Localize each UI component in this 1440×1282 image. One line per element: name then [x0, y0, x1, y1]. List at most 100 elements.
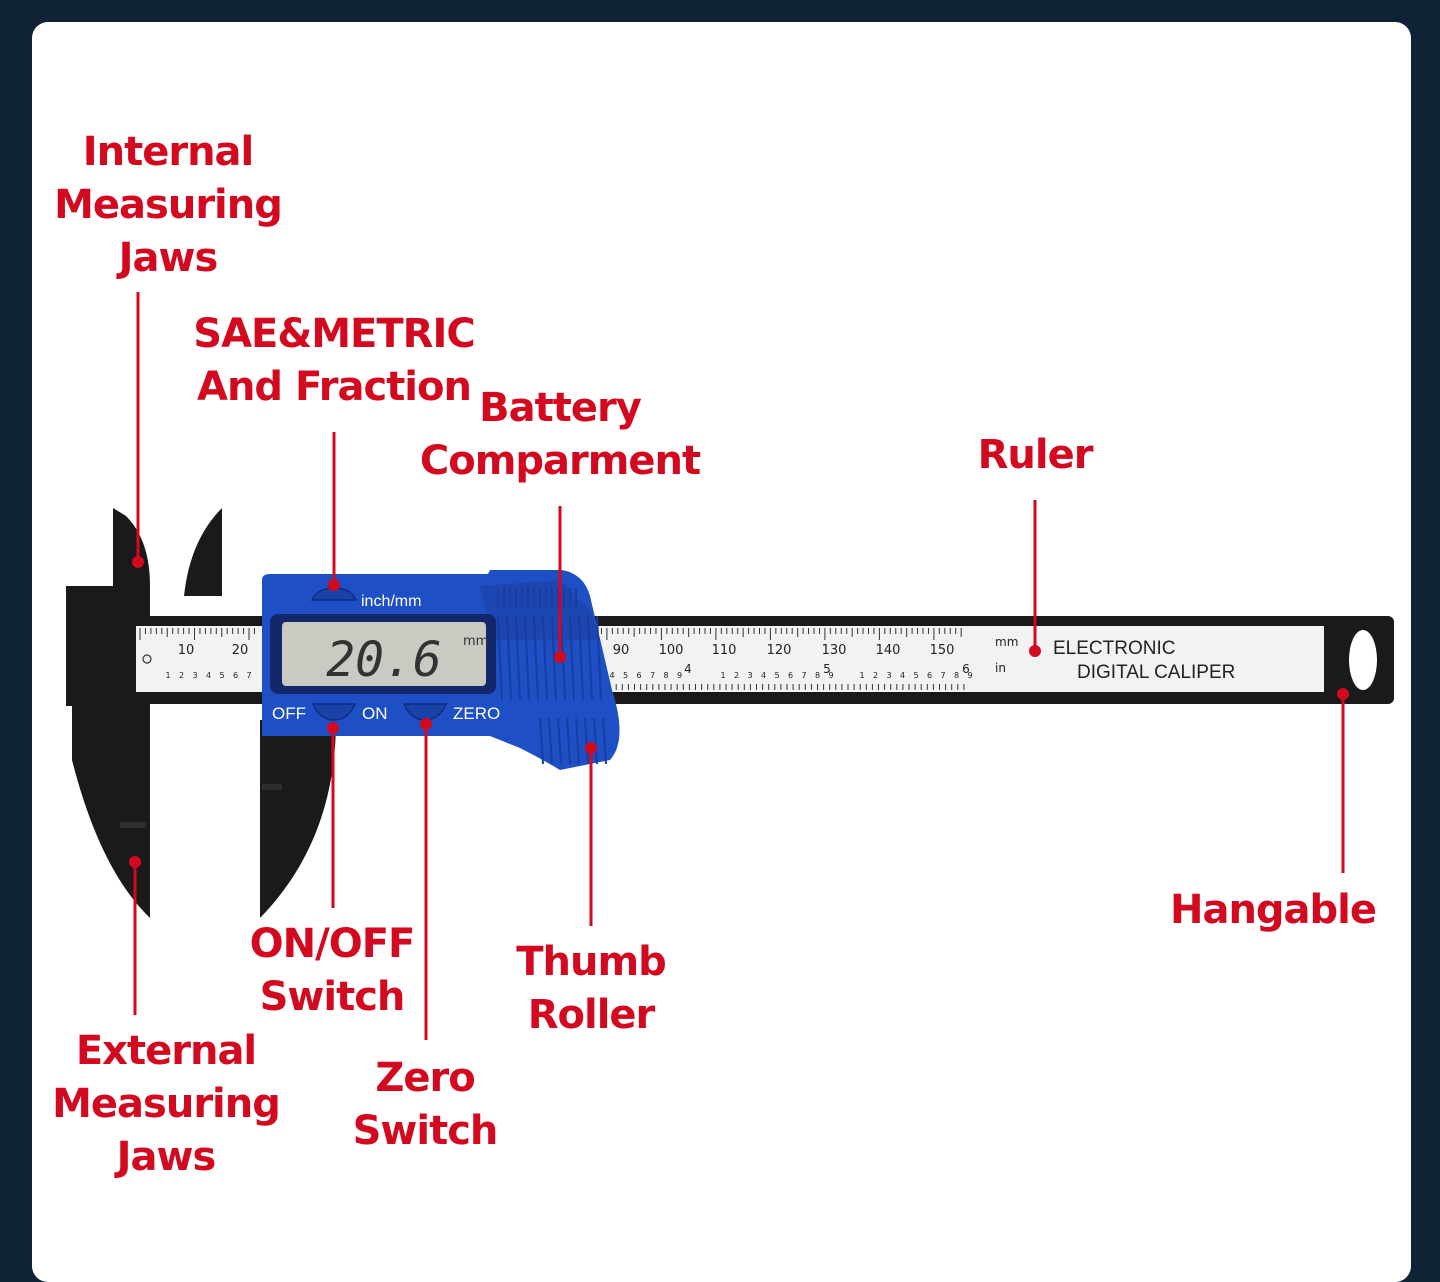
grip-line — [593, 717, 598, 765]
inch-sub-label: 9 — [967, 671, 972, 680]
off-label: OFF — [272, 704, 306, 723]
thumb-roller-grip — [497, 588, 607, 765]
grip-line — [515, 615, 521, 701]
inch-sub-label: 3 — [192, 671, 197, 680]
callout-battery: Battery Comparment — [419, 385, 701, 484]
inch-sub-label: 6 — [788, 671, 793, 680]
callout-thumb: Thumb Roller — [516, 939, 667, 1038]
grip-line — [524, 615, 530, 701]
inch-sub-label: 6 — [233, 671, 238, 680]
inch-sub-label: 5 — [774, 671, 779, 680]
mm-tick-label: 110 — [712, 643, 737, 658]
inch-sub-label: 8 — [815, 671, 820, 680]
zero-label: ZERO — [453, 704, 500, 723]
callout-hangable: Hangable — [1169, 887, 1377, 933]
dot-zero — [420, 718, 432, 730]
inch-sub-label: 1 — [165, 671, 170, 680]
inch-mm-label: inch/mm — [361, 593, 421, 610]
inch-sub-label: 3 — [886, 671, 891, 680]
mm-tick-label: 130 — [822, 643, 847, 658]
dot-hangable — [1337, 688, 1349, 700]
inch-sub-label: 7 — [246, 671, 251, 680]
scale-mm-label: mm — [995, 635, 1018, 649]
inch-sub-label: 4 — [900, 671, 905, 680]
mm-tick-label: 90 — [613, 643, 630, 658]
inch-sub-label: 8 — [954, 671, 959, 680]
slider-jaws — [184, 508, 336, 918]
inch-sub-label: 7 — [801, 671, 806, 680]
fixed-jaws — [72, 508, 150, 918]
inch-number-label: 4 — [684, 662, 692, 676]
inch-sub-label: 6 — [927, 671, 932, 680]
leader-lines — [133, 292, 1345, 1040]
inch-sub-label: 2 — [179, 671, 184, 680]
dot-battery — [554, 651, 566, 663]
lcd-reading: 20.6 — [326, 632, 442, 688]
leader-dots — [129, 556, 1349, 868]
inch-sub-label: 5 — [623, 671, 628, 680]
inch-sub-label: 9 — [828, 671, 833, 680]
brand-line-2: DIGITAL CALIPER — [1077, 662, 1235, 683]
inch-sub-label: 6 — [636, 671, 641, 680]
inch-sub-label: 4 — [609, 671, 614, 680]
dot-sae-metric — [328, 579, 340, 591]
callout-ruler: Ruler — [977, 432, 1094, 478]
grip-line — [578, 615, 584, 701]
grip-line — [539, 717, 544, 765]
grip-line — [566, 717, 571, 765]
inch-sub-label: 1 — [720, 671, 725, 680]
inch-sub-label: 7 — [940, 671, 945, 680]
grip-line — [548, 717, 553, 765]
mm-tick-label: 100 — [659, 643, 684, 658]
inch-sub-label: 2 — [734, 671, 739, 680]
grip-line — [542, 615, 548, 701]
inch-sub-label: 7 — [650, 671, 655, 680]
inch-sub-label: 9 — [677, 671, 682, 680]
inch-sub-label: 4 — [761, 671, 766, 680]
hang-hole — [1349, 630, 1377, 690]
inch-number-label: 6 — [962, 662, 970, 676]
grip-line — [506, 615, 512, 701]
inch-sub-label: 4 — [206, 671, 211, 680]
dot-external-jaws — [129, 856, 141, 868]
inch-number-label: 5 — [823, 662, 831, 676]
inch-sub-label: 3 — [747, 671, 752, 680]
grip-line — [584, 717, 589, 765]
grip-line — [587, 615, 593, 701]
callout-internal-jaws: Internal Measuring Jaws — [54, 129, 283, 281]
inch-sub-label: 5 — [219, 671, 224, 680]
inch-sub-label: 5 — [913, 671, 918, 680]
callout-onoff: ON/OFF Switch — [249, 921, 416, 1020]
callout-zero: Zero Switch — [352, 1055, 499, 1154]
inch-sub-label: 8 — [663, 671, 668, 680]
inch-sub-label: 1 — [859, 671, 864, 680]
callout-sae-metric: SAE&METRIC And Fraction — [193, 311, 475, 410]
brand-line-1: ELECTRONIC — [1053, 638, 1175, 659]
mm-tick-label: 150 — [930, 643, 955, 658]
scale-in-label: in — [995, 661, 1006, 675]
on-label: ON — [362, 704, 388, 723]
dot-ruler — [1029, 645, 1041, 657]
on-off-button[interactable] — [311, 703, 357, 721]
mm-tick-label: 20 — [232, 643, 249, 658]
mm-tick-label: 10 — [178, 643, 195, 658]
grip-line — [569, 615, 575, 701]
grip-line — [497, 615, 503, 701]
callout-external-jaws: External Measuring Jaws — [52, 1028, 281, 1180]
inch-sub-label: 2 — [873, 671, 878, 680]
lcd-unit: mm — [463, 634, 488, 649]
grip-line — [596, 615, 602, 701]
mm-tick-label: 140 — [876, 643, 901, 658]
lcd-display — [270, 614, 496, 694]
dot-thumb — [585, 742, 597, 754]
grip-line — [551, 615, 557, 701]
grip-line — [533, 615, 539, 701]
grip-line — [602, 717, 607, 765]
dot-onoff — [327, 722, 339, 734]
grip-line — [575, 717, 580, 765]
mm-tick-label: 120 — [767, 643, 792, 658]
dot-internal-jaws — [132, 556, 144, 568]
